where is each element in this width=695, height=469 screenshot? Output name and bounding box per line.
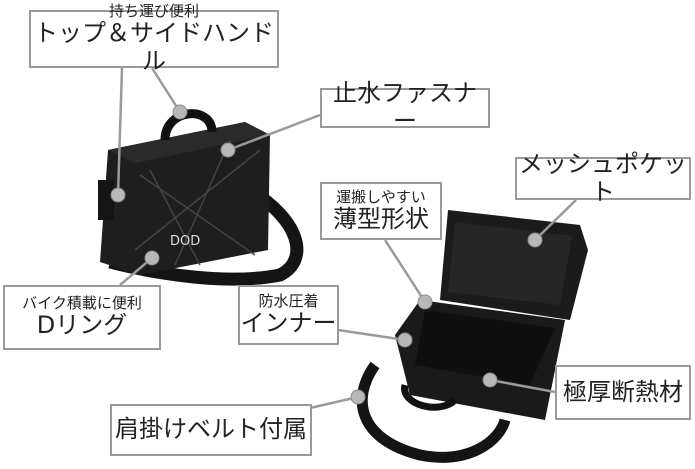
callout-handle-main: トップ＆サイドハンドル [34, 19, 274, 75]
callout-thin-sub: 運搬しやすい [336, 187, 426, 206]
leader-lines [116, 67, 577, 410]
right-bag-inner [415, 310, 555, 385]
callout-mesh-pocket: メッシュポケット [515, 150, 691, 205]
callout-thin-shape: 運搬しやすい 薄型形状 [320, 182, 442, 240]
callout-inner-sub: 防水圧着 [258, 291, 319, 310]
callout-shoulder-belt: 肩掛けベルト付属 [110, 404, 312, 456]
left-bag-shoulder-strap [108, 184, 304, 286]
callout-mesh-main: メッシュポケット [519, 149, 687, 206]
callout-insulation: 極厚断熱材 [555, 365, 691, 420]
callout-thin-main: 薄型形状 [333, 204, 429, 233]
callout-dring-main: Dリング [36, 311, 128, 340]
callout-zipper: 止水ファスナー [320, 80, 490, 135]
left-bag-cord [134, 139, 261, 266]
callout-dring-sub: バイク積載に便利 [22, 294, 142, 313]
left-bag-logo: DOD [170, 234, 200, 249]
left-bag-top-handle [160, 109, 217, 141]
callout-handle: 持ち運び便利 トップ＆サイドハンドル [29, 2, 279, 74]
callout-dots [110, 104, 543, 405]
callout-inner-main: インナー [240, 308, 337, 337]
callout-belt-main: 肩掛けベルト付属 [115, 415, 307, 444]
callout-d-ring: バイク積載に便利 Dリング [3, 285, 161, 350]
callout-insulation-main: 極厚断熱材 [563, 377, 683, 406]
callout-zipper-main: 止水ファスナー [333, 79, 477, 135]
callout-handle-sub: 持ち運び便利 [108, 1, 199, 20]
callout-inner: 防水圧着 インナー [238, 285, 339, 345]
